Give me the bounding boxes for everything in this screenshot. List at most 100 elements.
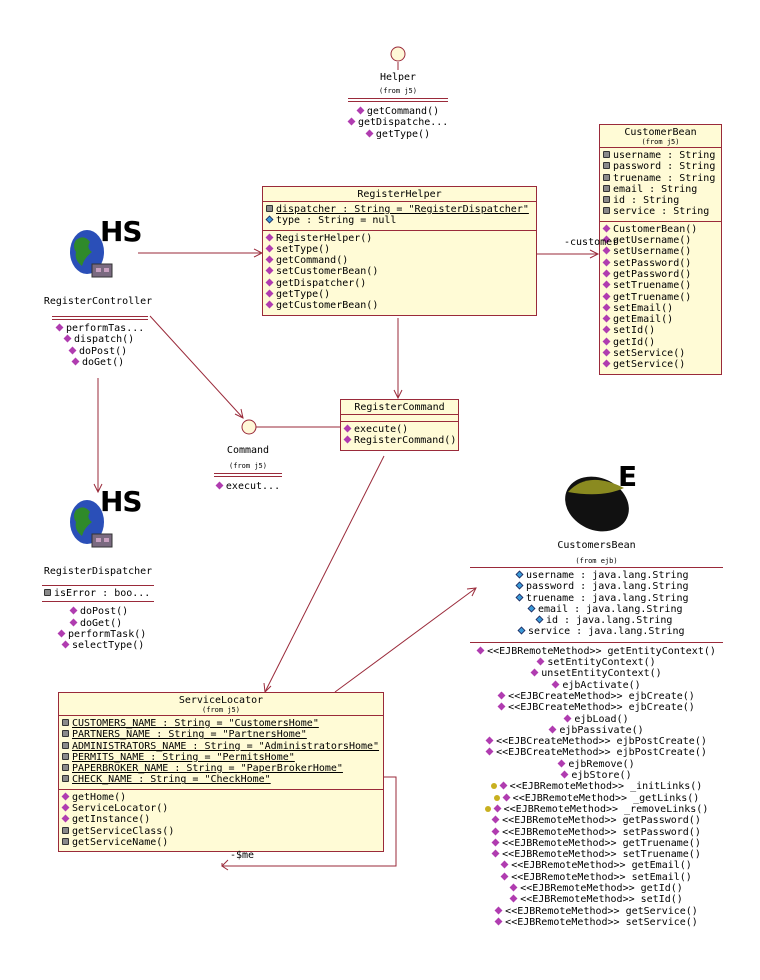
op-label: getCommand() xyxy=(366,106,440,117)
op-label: RegisterCommand() xyxy=(354,435,457,447)
op-label: <<EJBRemoteMethod>> getEntityContext() xyxy=(487,645,716,657)
service-locator-class[interactable]: ServiceLocator(from j5) CUSTOMERS_NAME :… xyxy=(58,692,384,853)
op-label: unsetEntityContext() xyxy=(541,668,662,680)
op-label: <<EJBRemoteMethod>> getService() xyxy=(505,905,698,917)
op-label: doGet() xyxy=(80,617,123,629)
attr-label: ADMINISTRATORS_NAME : String = "Administ… xyxy=(72,740,380,752)
attr-label: PERMITS_NAME : String = "PermitsHome" xyxy=(72,751,295,763)
entity-bean-stereotype: E xyxy=(618,460,637,493)
class-from: (from j5) xyxy=(641,138,680,146)
attr-label: service : java.lang.String xyxy=(528,626,685,638)
op-label: execut... xyxy=(225,481,281,492)
op-label: getEmail() xyxy=(613,314,674,326)
op-label: <<EJBRemoteMethod>> setTruename() xyxy=(502,849,701,861)
op-label: setPassword() xyxy=(613,257,692,269)
op-label: <<EJBCreateMethod>> ejbCreate() xyxy=(508,690,695,702)
class-from: (from j5) xyxy=(229,462,267,470)
attr-label: email : java.lang.String xyxy=(538,603,683,615)
op-label: CustomerBean() xyxy=(613,223,698,235)
op-label: setService() xyxy=(613,348,686,360)
attr-label: password : java.lang.String xyxy=(526,581,689,593)
op-label: setType() xyxy=(276,243,331,255)
class-from: (from ejb) xyxy=(575,557,618,565)
op-label: <<EJBCreateMethod>> ejbCreate() xyxy=(508,702,695,714)
op-label: <<EJBRemoteMethod>> getPassword() xyxy=(502,815,701,827)
attr-label: CUSTOMERS_NAME : String = "CustomersHome… xyxy=(72,718,319,729)
op-label: <<EJBRemoteMethod>> setEmail() xyxy=(511,871,692,883)
op-label: setUsername() xyxy=(613,246,692,258)
class-name: CustomerBean xyxy=(624,127,697,138)
helper-from: (from j5) xyxy=(379,87,417,95)
http-servlet-stereotype: HS xyxy=(100,215,143,248)
class-name: CustomersBean xyxy=(557,540,636,551)
class-name: ServiceLocator xyxy=(178,695,264,706)
op-label: <<EJBRemoteMethod>> setId() xyxy=(520,894,683,906)
op-label: getPassword() xyxy=(613,268,692,280)
op-label: ejbPassivate() xyxy=(559,724,644,736)
attr-label: id : String xyxy=(613,195,680,207)
op-label: getDispatche... xyxy=(358,117,449,129)
register-controller[interactable]: RegisterController performTas... dispatc… xyxy=(38,296,158,368)
op-label: doPost() xyxy=(79,345,128,357)
op-label: <<EJBRemoteMethod>> _getLinks() xyxy=(512,792,700,804)
globe-icon xyxy=(70,230,113,278)
op-label: setEmail() xyxy=(613,302,674,314)
attr-label: CHECK_NAME : String = "CheckHome" xyxy=(72,774,271,786)
attr-label: service : String xyxy=(613,206,710,218)
op-label: ejbRemove() xyxy=(568,758,635,770)
op-label: getUsername() xyxy=(613,235,692,247)
role-me-label: -$me xyxy=(230,850,255,861)
op-label: setTruename() xyxy=(613,280,692,292)
op-label: ejbActivate() xyxy=(562,679,641,691)
op-label: <<EJBRemoteMethod>> setPassword() xyxy=(502,826,701,838)
op-label: getCommand() xyxy=(276,255,349,267)
op-label: performTas... xyxy=(66,323,145,334)
bean-icon xyxy=(565,476,629,532)
op-label: setId() xyxy=(613,325,656,337)
attr-label: isError : boo... xyxy=(54,588,151,599)
op-label: getType() xyxy=(276,289,331,301)
globe-icon xyxy=(70,500,113,548)
op-label: <<EJBRemoteMethod>> setService() xyxy=(505,916,698,928)
op-label: ejbLoad() xyxy=(574,713,629,725)
op-label: getService() xyxy=(613,359,686,371)
attr-label: truename : java.lang.String xyxy=(526,592,689,604)
op-label: <<EJBRemoteMethod>> getEmail() xyxy=(511,860,692,872)
op-label: <<EJBRemoteMethod>> _initLinks() xyxy=(509,781,703,793)
register-helper-class[interactable]: RegisterHelper dispatcher : String = "Re… xyxy=(262,186,537,316)
attr-label: PARTNERS_NAME : String = "PartnersHome" xyxy=(72,729,307,741)
attr-label: username : java.lang.String xyxy=(526,570,689,581)
attr-label: username : String xyxy=(613,150,716,161)
op-label: getServiceClass() xyxy=(72,825,175,837)
op-label: getTruename() xyxy=(613,291,692,303)
op-label: ServiceLocator() xyxy=(72,803,169,815)
customers-bean-entity[interactable]: CustomersBean (from ejb) username : java… xyxy=(470,540,723,928)
op-label: doGet() xyxy=(82,356,125,368)
op-label: setCustomerBean() xyxy=(276,266,379,278)
class-name: RegisterDispatcher xyxy=(43,566,153,577)
class-name: RegisterController xyxy=(43,296,153,307)
class-from: (from j5) xyxy=(202,706,240,714)
op-label: <<EJBRemoteMethod>> getTruename() xyxy=(502,837,701,849)
customer-bean-class[interactable]: CustomerBean(from j5) username : String … xyxy=(599,124,722,375)
class-name: RegisterCommand xyxy=(354,402,445,413)
attr-label: truename : String xyxy=(613,172,716,184)
http-servlet-stereotype: HS xyxy=(100,485,143,518)
attr-label: id : java.lang.String xyxy=(546,615,673,627)
class-name: RegisterHelper xyxy=(357,189,442,200)
command-interface[interactable]: Command (from j5) execut... xyxy=(214,445,282,492)
op-label: doPost() xyxy=(80,606,129,618)
op-label: getServiceName() xyxy=(72,836,169,848)
helper-interface[interactable]: Helper (from j5) getCommand() getDispatc… xyxy=(347,72,449,140)
attr-label: dispatcher : String = "RegisterDispatche… xyxy=(276,204,529,215)
register-dispatcher[interactable]: RegisterDispatcher isError : boo... doPo… xyxy=(38,566,158,651)
op-label: <<EJBRemoteMethod>> _removeLinks() xyxy=(503,803,709,815)
op-label: getInstance() xyxy=(72,814,151,826)
class-name: Command xyxy=(226,445,270,456)
op-label: getCustomerBean() xyxy=(276,300,379,312)
op-label: execute() xyxy=(354,424,409,435)
register-command-class[interactable]: RegisterCommand execute() RegisterComman… xyxy=(340,399,459,451)
attr-label: PAPERBROKER_NAME : String = "PaperBroker… xyxy=(72,763,343,775)
op-label: performTask() xyxy=(68,628,147,640)
